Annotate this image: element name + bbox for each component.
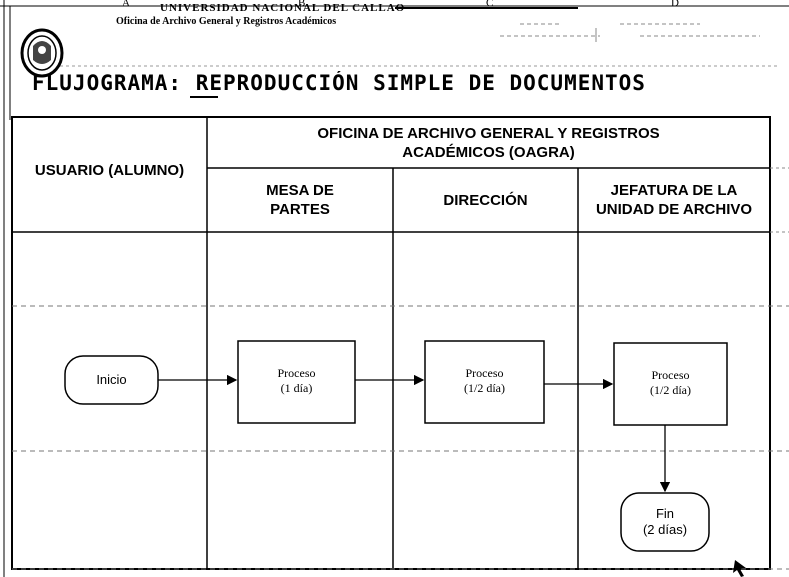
lane-header-mesa-de-partes: MESA DE PARTES	[266, 182, 334, 218]
lane-header-direccion: DIRECCIÓN	[443, 191, 528, 209]
step2-process: Proceso	[465, 366, 504, 380]
column-letter-c: C	[486, 0, 494, 9]
lane-group-header-oagra: OFICINA DE ARCHIVO GENERAL Y REGISTROS A…	[317, 125, 660, 161]
institution-name: UNIVERSIDAD NACIONAL DEL CALLAO	[160, 2, 406, 14]
end-node	[620, 492, 710, 552]
step3-time: (1/2 día)	[650, 383, 691, 397]
end-time: (2 días)	[642, 522, 688, 537]
step1-process: Proceso	[277, 366, 316, 380]
lane-header-usuario: USUARIO (ALUMNO)	[34, 161, 185, 179]
process-box-3	[613, 342, 728, 426]
lane-header-jefatura: JEFATURA DE LA UNIDAD DE ARCHIVO	[595, 182, 753, 218]
diagram-title: FLUJOGRAMA: REPRODUCCIÓN SIMPLE DE DOCUM…	[32, 71, 646, 95]
process-box-2	[424, 340, 545, 424]
process-box-1	[237, 340, 356, 424]
end-fin: Fin	[655, 506, 675, 521]
end-label: Fin (2 días)	[621, 506, 709, 538]
start-label: Inicio	[96, 372, 127, 387]
step3-label: Proceso (1/2 día)	[614, 368, 727, 398]
university-seal-icon	[20, 28, 64, 78]
office-name: Oficina de Archivo General y Registros A…	[116, 16, 337, 27]
step1-label: Proceso (1 día)	[238, 366, 355, 396]
step2-time: (1/2 día)	[464, 381, 505, 395]
step1-time: (1 día)	[280, 381, 313, 395]
column-letter-a: A	[122, 0, 130, 9]
step2-label: Proceso (1/2 día)	[425, 366, 544, 396]
column-letter-d: D	[671, 0, 679, 9]
step3-process: Proceso	[651, 368, 690, 382]
column-letter-b: B	[298, 0, 306, 9]
